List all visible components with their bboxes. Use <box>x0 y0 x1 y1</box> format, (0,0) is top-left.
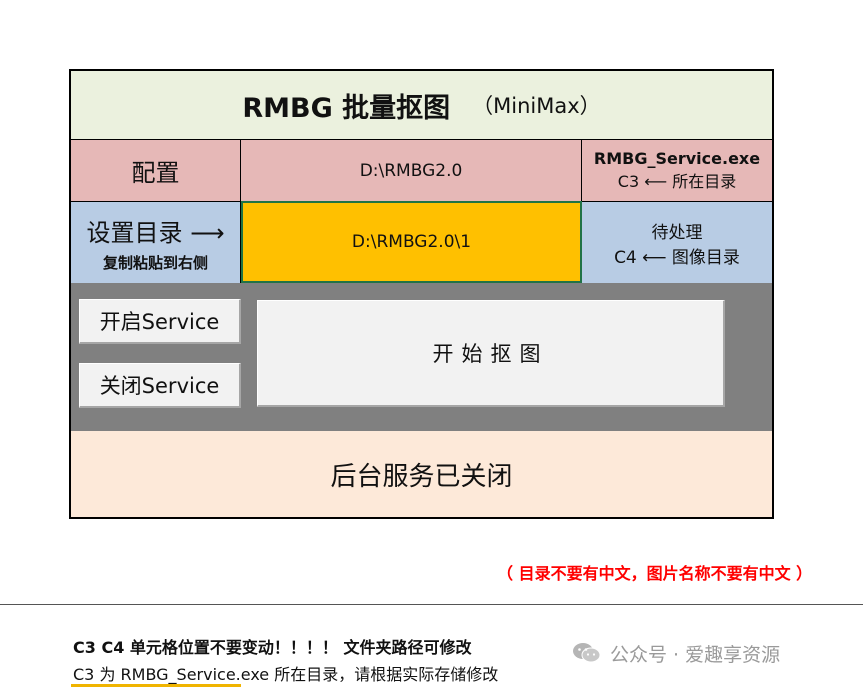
start-matting-button[interactable]: 开始抠图 <box>257 300 725 407</box>
image-directory-note: 待处理 C4 ⟵ 图像目录 <box>582 201 772 283</box>
service-exe-name: RMBG_Service.exe <box>593 149 761 168</box>
page-subtitle: （MiniMax） <box>472 94 601 118</box>
image-directory-cell[interactable]: D:\RMBG2.0\1 <box>241 201 582 283</box>
note-line-2: C3 为 RMBG_Service.exe 所在目录，请根据实际存储修改 <box>73 665 499 684</box>
title-cell: RMBG 批量抠图 （MiniMax） <box>71 71 772 140</box>
service-status: 后台服务已关闭 <box>71 431 772 517</box>
watermark-text: 公众号 · 爱趣享资源 <box>610 643 781 666</box>
service-path-hint: C3 ⟵ 所在目录 <box>617 172 737 191</box>
watermark: 公众号 · 爱趣享资源 <box>572 640 780 666</box>
control-panel: 开启Service 关闭Service 开始抠图 <box>71 283 772 431</box>
set-directory-label: 设置目录 ⟶ 复制粘贴到右侧 <box>71 201 241 283</box>
image-directory-note-line1: 待处理 <box>651 222 703 243</box>
note-underline <box>71 684 241 687</box>
service-path-note: RMBG_Service.exe C3 ⟵ 所在目录 <box>582 140 772 201</box>
set-directory-hint: 复制粘贴到右侧 <box>102 253 208 272</box>
stop-service-button[interactable]: 关闭Service <box>79 363 241 408</box>
set-directory-title: 设置目录 ⟶ <box>86 218 225 247</box>
wechat-icon <box>573 643 601 663</box>
service-path-cell[interactable]: D:\RMBG2.0 <box>241 140 582 201</box>
warning-text: （ 目录不要有中文，图片名称不要有中文 ） <box>497 564 813 583</box>
config-label: 配置 <box>71 140 241 201</box>
spreadsheet-form: RMBG 批量抠图 （MiniMax） 配置 D:\RMBG2.0 RMBG_S… <box>69 69 774 519</box>
divider <box>0 604 863 605</box>
start-service-button[interactable]: 开启Service <box>79 299 241 344</box>
page-title: RMBG 批量抠图 <box>242 92 451 124</box>
note-line-1: C3 C4 单元格位置不要变动！！！！ 文件夹路径可修改 <box>73 638 472 657</box>
image-directory-note-line2: C4 ⟵ 图像目录 <box>614 247 740 268</box>
